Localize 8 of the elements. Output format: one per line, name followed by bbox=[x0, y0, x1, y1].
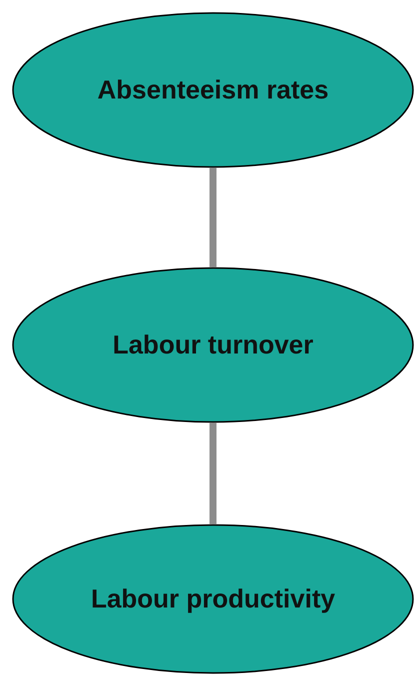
connector-line bbox=[210, 423, 216, 524]
node-label: Labour turnover bbox=[112, 330, 314, 360]
node-label: Absenteeism rates bbox=[97, 74, 329, 106]
ellipse-node bbox=[12, 267, 414, 423]
connector-line bbox=[210, 168, 216, 267]
ellipse-node bbox=[12, 524, 414, 674]
ellipse-node bbox=[12, 12, 414, 168]
node-label: Labour productivity bbox=[90, 584, 336, 614]
